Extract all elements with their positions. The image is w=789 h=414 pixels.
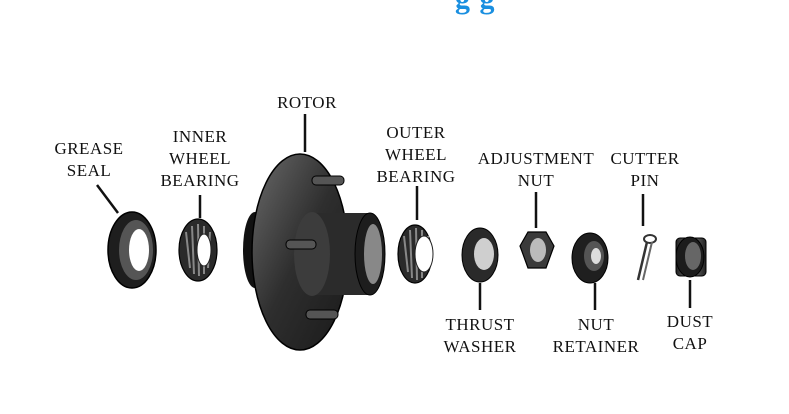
label-nut-retainer: NUT RETAINER (552, 315, 640, 356)
label-grease-seal: GREASE SEAL (54, 139, 124, 180)
thrust-washer-part (461, 227, 499, 283)
leader-grease-seal (96, 184, 119, 214)
label-outer-wheel-bearing: OUTER WHEEL BEARING (376, 123, 456, 186)
label-adjustment-nut: ADJUSTMENT NUT (477, 149, 595, 190)
label-dust-cap: DUST CAP (666, 312, 714, 353)
grease-seal-part (107, 211, 157, 289)
adjustment-nut-part (519, 231, 555, 269)
leader-lines (96, 114, 692, 310)
label-rotor: ROTOR (277, 93, 337, 112)
nut-retainer-part (571, 232, 609, 284)
rotor-part (243, 153, 386, 351)
dust-cap-part (675, 236, 707, 278)
outer-wheel-bearing-part (397, 224, 434, 284)
page-title-fragment: g g (455, 0, 496, 16)
label-thrust-washer: THRUST WASHER (443, 315, 517, 356)
label-cutter-pin: CUTTER PIN (610, 149, 680, 190)
inner-wheel-bearing-part (178, 218, 218, 282)
label-inner-wheel-bearing: INNER WHEEL BEARING (160, 127, 240, 190)
cutter-pin-part (636, 234, 657, 281)
